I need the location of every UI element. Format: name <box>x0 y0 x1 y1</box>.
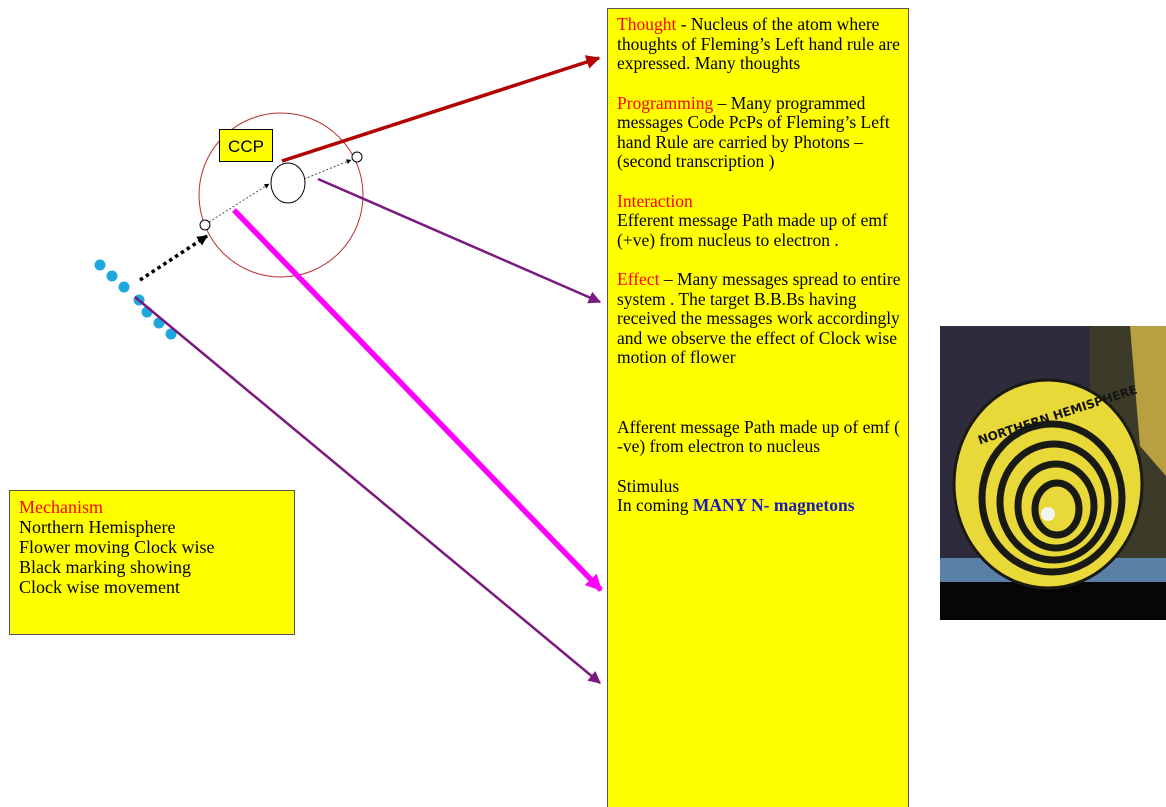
magneton-dots <box>94 259 177 340</box>
thought-arrow <box>281 55 601 163</box>
magneton-dot <box>106 270 118 282</box>
interaction-arrow <box>317 177 602 304</box>
magneton-dot <box>94 259 106 271</box>
nucleus <box>270 162 306 204</box>
afferent-text: Afferent message Path made up of emf ( -… <box>617 416 900 456</box>
interaction-text: Efferent message Path made up of emf (+v… <box>617 210 888 250</box>
thought-text: - Nucleus of the atom where thoughts of … <box>617 14 900 73</box>
hemisphere-photo: NORTHERN HEMISPHERE <box>940 326 1166 620</box>
explanation-panel: Thought - Nucleus of the atom where thou… <box>607 8 909 807</box>
incoming-dotted-arrow <box>139 234 208 282</box>
programming-text: – Many programmed messages Code PcPs of … <box>617 92 890 171</box>
afferent-arrow <box>232 208 603 592</box>
effect-heading: Effect <box>617 269 660 289</box>
mechanism-line: Northern Hemisphere <box>19 517 176 537</box>
interaction-heading: Interaction <box>617 190 693 211</box>
ccp-label: CCP <box>219 129 273 162</box>
programming-paragraph: Programming – Many programmed messages C… <box>617 92 902 172</box>
mechanism-line: Clock wise movement <box>19 577 180 597</box>
stimulus-prefix: In coming <box>617 495 693 515</box>
thought-paragraph: Thought - Nucleus of the atom where thou… <box>617 14 902 74</box>
mechanism-line: Black marking showing <box>19 557 191 577</box>
thought-heading: Thought <box>617 14 677 34</box>
electron-left <box>199 219 211 231</box>
effect-paragraph: Effect – Many messages spread to entire … <box>617 269 902 368</box>
mechanism-title: Mechanism <box>19 497 103 517</box>
flower-marker <box>1041 507 1055 521</box>
stimulus-paragraph: In coming MANY N- magnetons <box>617 495 902 516</box>
stimulus-heading: Stimulus <box>617 475 680 496</box>
stimulus-emphasis: MANY N- magnetons <box>692 495 855 515</box>
mechanism-box: Mechanism Northern Hemisphere Flower mov… <box>9 490 295 635</box>
stimulus-arrow <box>134 296 601 684</box>
magneton-dot <box>118 281 130 293</box>
mechanism-line: Flower moving Clock wise <box>19 537 215 557</box>
programming-heading: Programming <box>617 92 714 113</box>
electron-right <box>351 151 363 163</box>
nucleus-path-dotted <box>303 159 352 180</box>
magneton-dot <box>165 328 177 340</box>
effect-text: – Many messages spread to entire system … <box>617 269 901 367</box>
atom-outer-circle <box>198 112 364 278</box>
